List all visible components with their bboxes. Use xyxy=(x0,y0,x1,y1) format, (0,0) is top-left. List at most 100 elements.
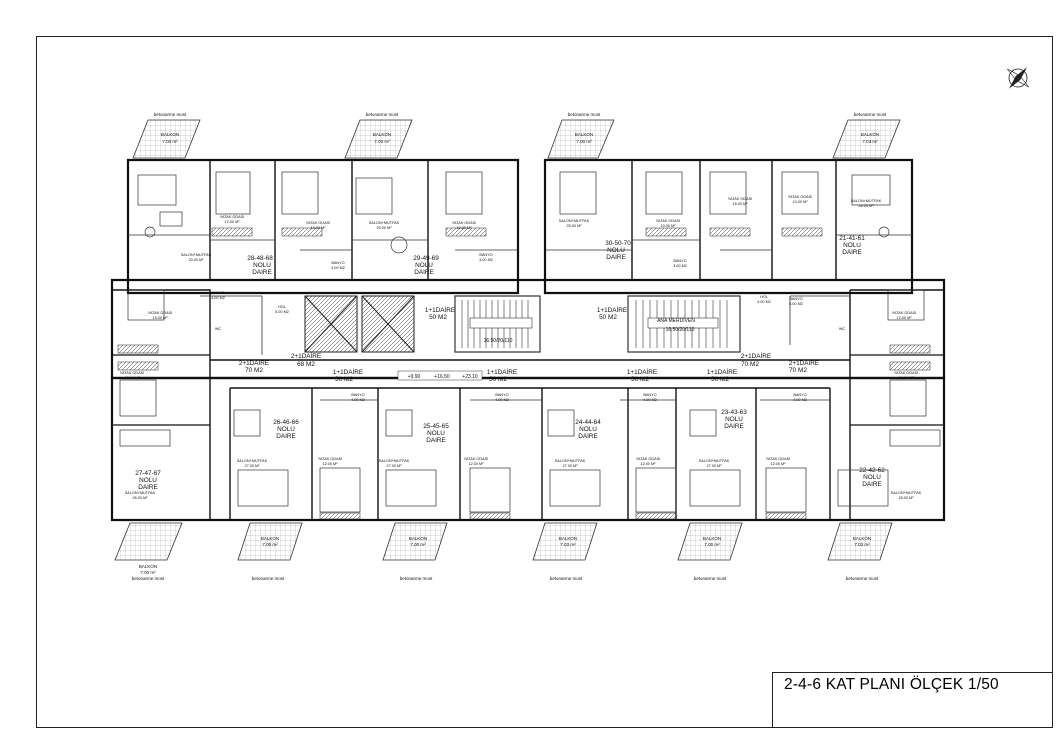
room-name: HOL xyxy=(760,295,768,299)
unit-number: 28-48-68 xyxy=(247,255,273,262)
type-area: 70 M2 xyxy=(245,367,263,374)
room-area: 27.00 M² xyxy=(387,464,403,468)
room-area: 3.00 M2 xyxy=(479,258,493,262)
room-name: BANYO xyxy=(495,393,508,397)
unit-number: 24-44-64 xyxy=(575,419,601,426)
type-area: 50 M2 xyxy=(599,314,617,321)
balcony-label: BALKON xyxy=(559,536,577,541)
unit-daire: DAIRE xyxy=(842,249,862,256)
room-area: 15.00 M² xyxy=(733,202,749,206)
stair-dimensions: 16.50/20/110 xyxy=(484,338,513,344)
core-labels: 16.50/20/110 ANA MERDİVEN 16.50/20/110 +… xyxy=(397,317,695,381)
room-name: YATAK ODASI xyxy=(120,371,144,375)
balcony-rail: betonarme most xyxy=(568,112,601,117)
room-area: 15.00 M² xyxy=(899,376,915,380)
room-name: BANYO xyxy=(673,259,686,263)
balcony-area: 7.03 m² xyxy=(862,139,878,144)
room-name: YATAK ODASI xyxy=(318,457,342,461)
room-area: 5.00 M2 xyxy=(789,302,803,306)
unit-number: 25-45-65 xyxy=(423,423,449,430)
room-name: SALON+MUTFAK xyxy=(851,199,882,203)
sheet-title: 2-4-6 KAT PLANI ÖLÇEK 1/50 xyxy=(784,676,999,693)
interior-walls xyxy=(128,234,912,401)
type-area: 50 M2 xyxy=(429,314,447,321)
balcony-area: 7.00 m² xyxy=(140,570,156,575)
room-area: 26.00 M² xyxy=(133,496,149,500)
unit-nolu: NOLU xyxy=(725,416,743,423)
balcony-rail: betonarme most xyxy=(366,112,399,117)
unit-daire: DAIRE xyxy=(578,433,598,440)
room-name: YATAK ODASI xyxy=(656,219,680,223)
room-name: SALON+MUTFAK xyxy=(891,491,922,495)
room-name: YATAK ODASI xyxy=(452,221,476,225)
balcony-area: 7.00 m² xyxy=(576,139,592,144)
unit-nolu: NOLU xyxy=(277,426,295,433)
type-label: 1+1DAİRE xyxy=(487,367,517,376)
sheet-border xyxy=(36,36,1053,728)
room-area: 25.00 M² xyxy=(567,224,583,228)
room-name: YATAK ODASI xyxy=(892,311,916,315)
balcony-area: 7.00 m² xyxy=(410,542,426,547)
room-area: 10.00 M² xyxy=(457,226,473,230)
room-name: YATAK ODASI xyxy=(636,457,660,461)
unit-number: 29-49-69 xyxy=(413,255,439,262)
north-arrow-icon xyxy=(1007,67,1029,89)
unit-daire: DAIRE xyxy=(414,269,434,276)
balcony-area: 7.00 m² xyxy=(374,139,390,144)
type-label: 1+1DAİRE xyxy=(597,305,627,314)
balcony-rail: betonarme most xyxy=(252,576,285,581)
type-label: 2+1DAİRE xyxy=(239,358,269,367)
balcony-rail: betonarme most xyxy=(854,112,887,117)
room-name: YATAK ODASI xyxy=(148,311,172,315)
room-name: YATAK ODASI xyxy=(728,197,752,201)
balcony-rail: betonarme most xyxy=(132,576,165,581)
unit-daire: DAIRE xyxy=(426,437,446,444)
room-name: YATAK ODASI xyxy=(464,457,488,461)
room-name: SALON+MUTFAK xyxy=(555,459,586,463)
type-area: 50 M2 xyxy=(711,376,729,383)
type-area: 50 M2 xyxy=(335,376,353,383)
unit-nolu: NOLU xyxy=(843,242,861,249)
room-area: 10.00 M² xyxy=(661,224,677,228)
room-area: 20.00 M² xyxy=(189,258,205,262)
unit-number: 22-42-62 xyxy=(859,467,885,474)
type-label: 1+1DAİRE xyxy=(707,367,737,376)
room-name: SALON+MUTFAK xyxy=(181,253,212,257)
stair-dimensions: 16.50/20/110 xyxy=(666,327,695,333)
balcony-label: BALKON xyxy=(575,132,593,137)
room-name: BANYO xyxy=(331,261,344,265)
apartment-types: 2+1DAİRE 70 M2 2+1DAİRE 68 M2 1+1DAİRE 5… xyxy=(239,305,819,383)
balcony-area: 7.00 m² xyxy=(162,139,178,144)
room-name: YATAK ODASI xyxy=(788,195,812,199)
unit-daire: DAIRE xyxy=(276,433,296,440)
type-label: 2+1DAİRE xyxy=(291,351,321,360)
room-name: BANYO xyxy=(479,253,492,257)
room-area: 5.00 M2 xyxy=(275,310,289,314)
room-name: SALON+MUTFAK xyxy=(125,491,156,495)
type-area: 68 M2 xyxy=(297,361,315,368)
unit-number: 30-50-70 xyxy=(605,240,631,247)
room-area: 27.00 M² xyxy=(563,464,579,468)
elevator-shaft xyxy=(304,295,415,353)
room-name: SALON+MUTFAK xyxy=(369,221,400,225)
room-area: 12.00 M² xyxy=(469,462,485,466)
balcony-area: 7.03 m² xyxy=(854,542,870,547)
level-marker: +23.10 xyxy=(462,374,478,380)
room-area: 10.00 M² xyxy=(793,200,809,204)
room-name: BANYO xyxy=(211,291,224,295)
title-block-divider xyxy=(772,672,773,728)
balcony-labels: BALKON 7.00 m² betonarme most BALKON 7.0… xyxy=(132,112,887,581)
room-name: YATAK ODASI xyxy=(894,371,918,375)
room-area: 12.00 M² xyxy=(323,462,339,466)
room-labels: SALON+MUTFAK 20.00 M² YATAK ODASI 12.00 … xyxy=(120,195,922,500)
room-name: HOL xyxy=(278,305,286,309)
unit-number: 23-43-63 xyxy=(721,409,747,416)
room-area: 4.00 M2 xyxy=(211,296,225,300)
room-name: BANYO xyxy=(643,393,656,397)
balcony-label: BALKON xyxy=(861,132,879,137)
balcony-label: BALKON xyxy=(373,132,391,137)
type-label: 1+1DAİRE xyxy=(425,305,455,314)
balcony-area: 7.00 m² xyxy=(704,542,720,547)
